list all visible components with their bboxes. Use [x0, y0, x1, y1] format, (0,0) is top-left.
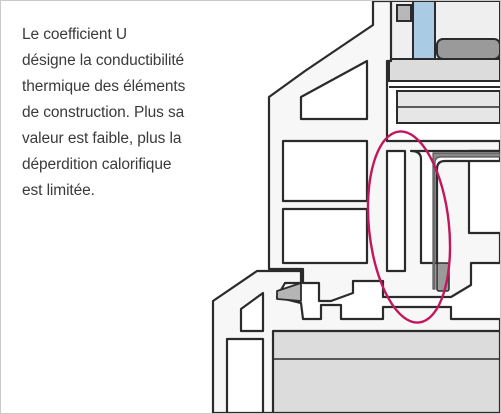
caption-line: est limitée.	[22, 182, 95, 199]
caption-line: de construction. Plus sa	[22, 104, 185, 121]
seal-arrow-gasket	[276, 282, 302, 302]
reinforcement-gasket	[432, 152, 500, 290]
glazing-gasket	[436, 38, 500, 60]
caption-line: déperdition calorifique	[22, 156, 172, 173]
caption-line: désigne la conductibilité	[22, 52, 185, 69]
highlight-ellipse	[366, 130, 452, 324]
frame-profile-lower	[211, 269, 500, 413]
caption-line: thermique des éléments	[22, 78, 186, 95]
caption-line: valeur est faible, plus la	[22, 130, 182, 147]
glazing-bead-area	[388, 1, 500, 124]
caption-text: Le coefficient U désigne la conductibili…	[22, 22, 212, 204]
caption-line: Le coefficient U	[22, 26, 127, 43]
